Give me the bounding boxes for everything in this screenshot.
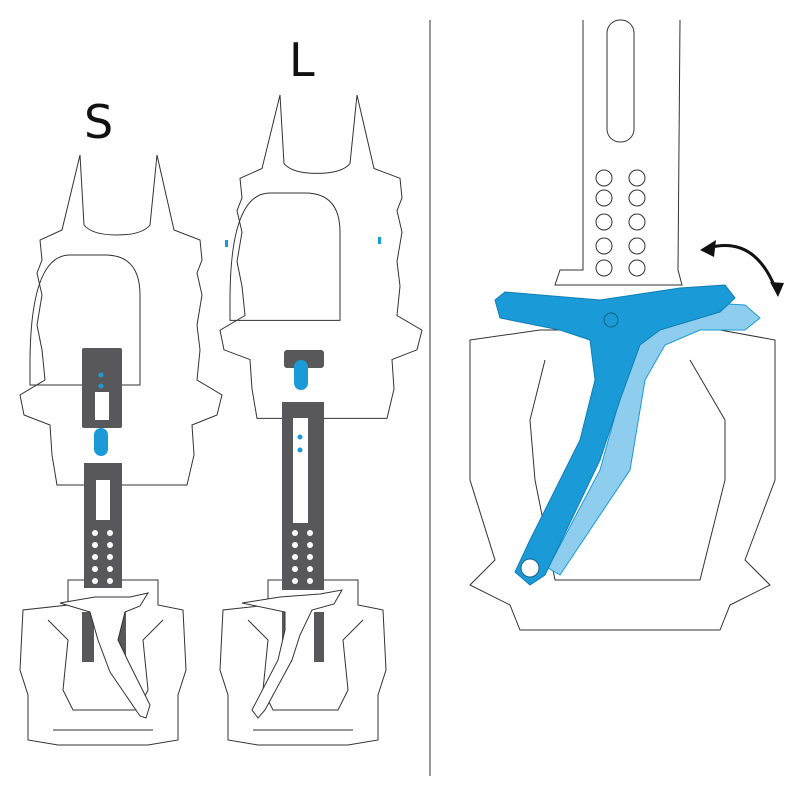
heel-lever-large <box>241 589 343 719</box>
crampon-small <box>19 154 223 746</box>
adjust-bar-large <box>282 350 324 662</box>
crampon-large <box>219 94 423 746</box>
front-section-small <box>19 154 223 486</box>
adjust-bar-small <box>82 348 126 662</box>
front-section-large <box>219 94 423 419</box>
rotate-arrow-icon <box>707 244 778 291</box>
size-label-large: L <box>289 33 315 87</box>
size-label-small: S <box>84 95 114 149</box>
heel-lever-small <box>59 592 151 719</box>
lever-active <box>494 284 736 586</box>
heel-detail <box>469 19 784 631</box>
